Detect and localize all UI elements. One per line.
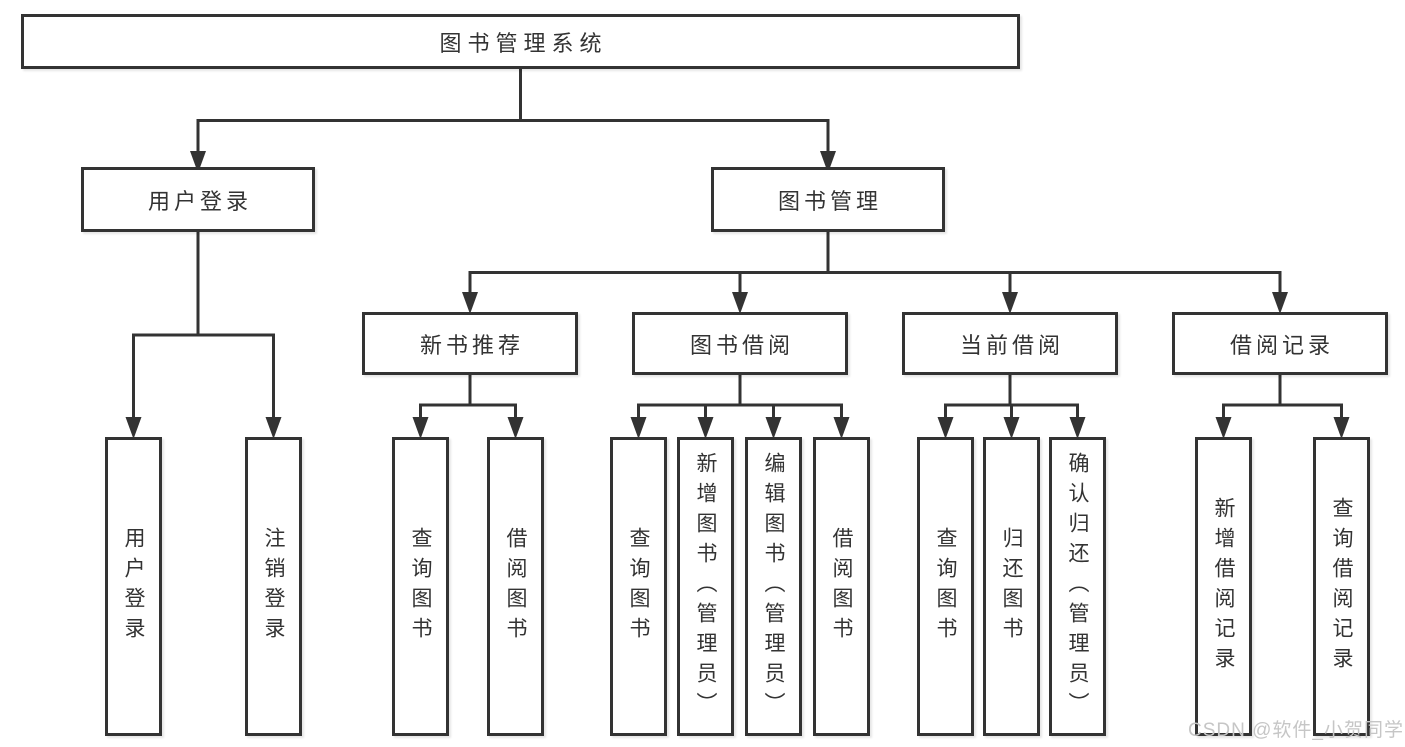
connector-current-borrow-to-children <box>937 374 1086 439</box>
leaf-current-return-books: 归还图书 <box>983 437 1040 736</box>
leaf-borrow-add-books-admin: 新增图书（管理员） <box>677 437 734 736</box>
node-book-management: 图书管理 <box>711 167 945 232</box>
connector-book-management-to-level3 <box>462 232 1288 314</box>
connector-user-login-to-children <box>125 232 282 439</box>
leaf-newbook-query-books: 查询图书 <box>392 437 449 736</box>
leaf-borrow-edit-books-admin: 编辑图书（管理员） <box>745 437 802 736</box>
leaf-label: 用户登录 <box>122 526 145 647</box>
node-label: 新书推荐 <box>419 332 524 358</box>
leaf-label: 新增借阅记录 <box>1212 496 1235 677</box>
leaf-borrow-query-books: 查询图书 <box>610 437 667 736</box>
leaf-records-query-record: 查询借阅记录 <box>1313 437 1370 736</box>
leaf-records-add-record: 新增借阅记录 <box>1195 437 1252 736</box>
node-label: 图书管理 <box>777 188 882 214</box>
leaf-label: 注销登录 <box>262 526 285 647</box>
node-user-login: 用户登录 <box>81 167 315 232</box>
node-label: 当前借阅 <box>959 332 1064 358</box>
node-label: 图书管理系统 <box>439 30 608 56</box>
node-new-book-recommend: 新书推荐 <box>362 312 578 375</box>
leaf-newbook-borrow-books: 借阅图书 <box>487 437 544 736</box>
leaf-label: 查询图书 <box>934 526 957 647</box>
leaf-label: 确认归还（管理员） <box>1066 451 1089 722</box>
leaf-current-query-books: 查询图书 <box>917 437 974 736</box>
node-label: 图书借阅 <box>689 332 794 358</box>
connector-book-borrow-to-children <box>630 374 850 439</box>
leaf-label: 归还图书 <box>1000 526 1023 647</box>
node-library-management-system: 图书管理系统 <box>21 14 1020 69</box>
leaf-label: 查询图书 <box>627 526 650 647</box>
leaf-label: 借阅图书 <box>830 526 853 647</box>
leaf-logout: 注销登录 <box>245 437 302 736</box>
leaf-label: 新增图书（管理员） <box>694 451 717 722</box>
leaf-user-login: 用户登录 <box>105 437 162 736</box>
connector-new-book-to-children <box>412 374 524 439</box>
connector-borrow-records-to-children <box>1215 374 1350 439</box>
node-label: 用户登录 <box>147 188 252 214</box>
node-book-borrow: 图书借阅 <box>632 312 848 375</box>
leaf-label: 借阅图书 <box>504 526 527 647</box>
csdn-watermark: CSDN @软件_小贺同学 <box>1188 720 1404 741</box>
node-borrow-records: 借阅记录 <box>1172 312 1388 375</box>
connector-root-to-level2 <box>190 67 836 173</box>
leaf-label: 查询借阅记录 <box>1330 496 1353 677</box>
leaf-current-confirm-return-admin: 确认归还（管理员） <box>1049 437 1106 736</box>
node-current-borrow: 当前借阅 <box>902 312 1118 375</box>
leaf-label: 编辑图书（管理员） <box>762 451 785 722</box>
leaf-borrow-borrow-books: 借阅图书 <box>813 437 870 736</box>
leaf-label: 查询图书 <box>409 526 432 647</box>
node-label: 借阅记录 <box>1229 332 1334 358</box>
